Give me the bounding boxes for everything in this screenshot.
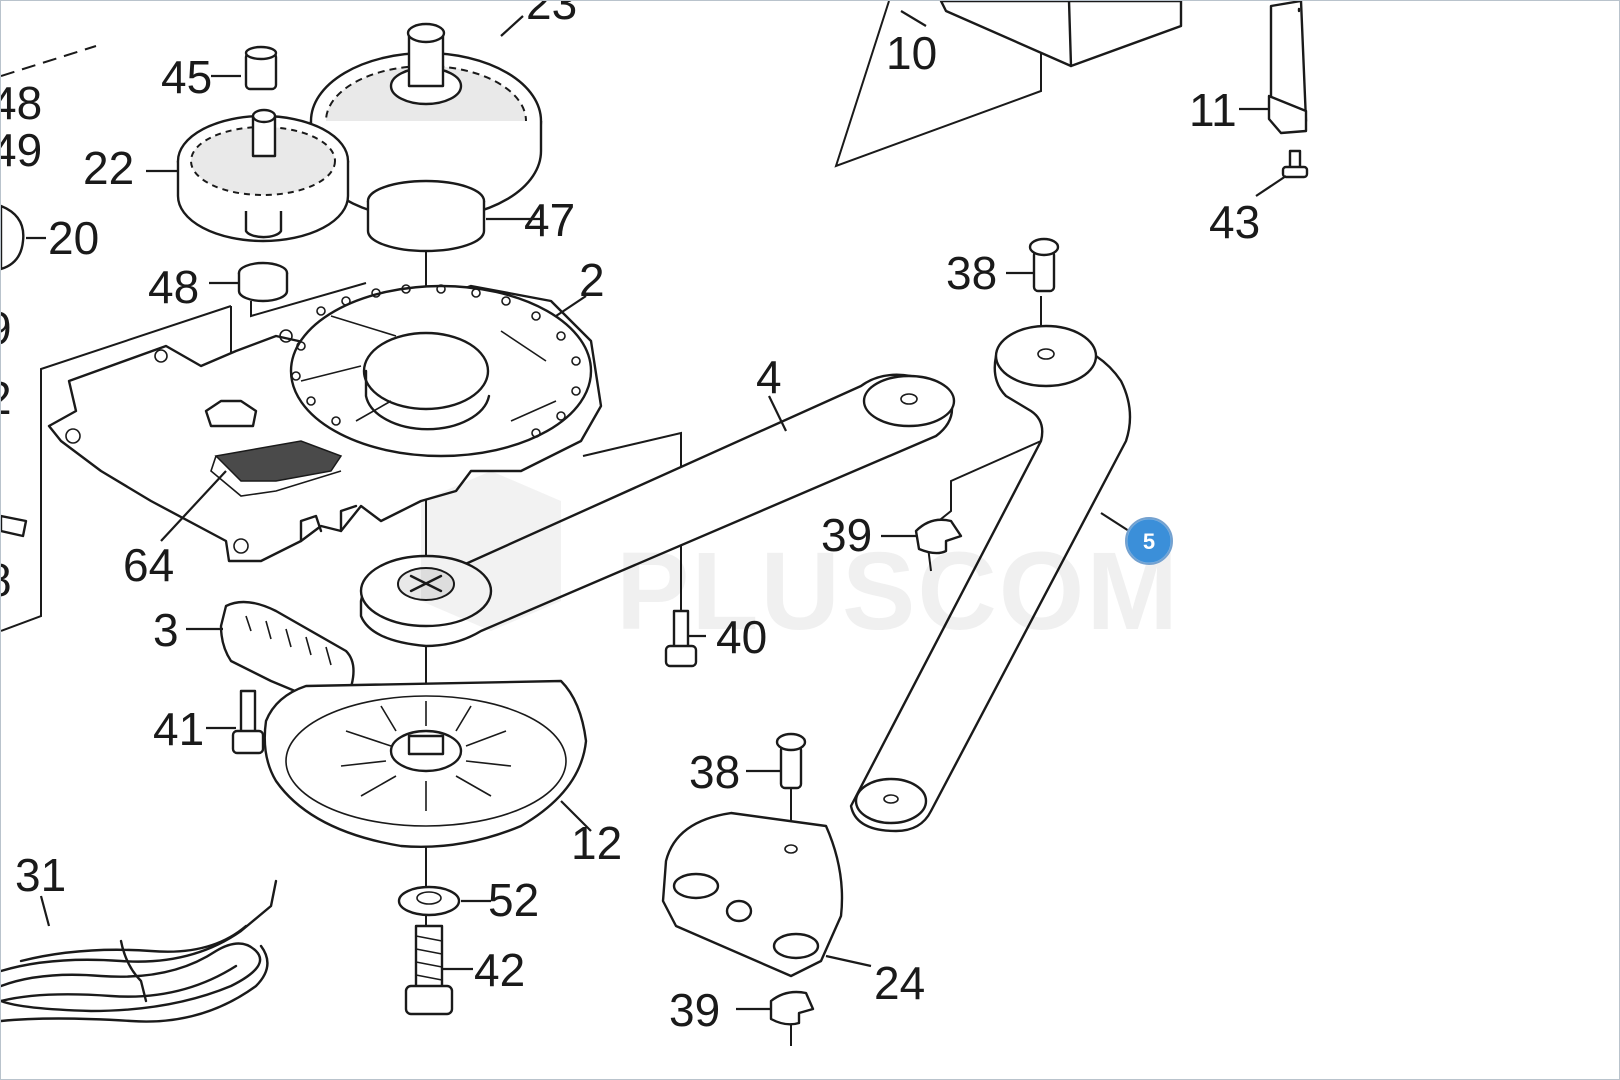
part-20-knob xyxy=(1,204,25,271)
part-39-clip-upper xyxy=(914,518,963,555)
part-2-base-plate xyxy=(47,284,603,563)
label-48: 48 xyxy=(148,261,199,313)
part-labels: 48 49 45 23 22 20 47 48 2 9 2 10 11 43 3… xyxy=(1,1,1260,1036)
label-39-lower: 39 xyxy=(669,984,720,1036)
watermark: PLUSCOM xyxy=(421,471,1180,653)
part-45-pin xyxy=(244,45,278,91)
part-24-mount-bracket xyxy=(661,811,844,978)
leader-lines xyxy=(26,10,1287,1011)
part-39-clip-lower xyxy=(769,990,815,1026)
label-22: 22 xyxy=(83,142,134,194)
label-9: 9 xyxy=(1,302,12,354)
label-52: 52 xyxy=(488,874,539,926)
part-43-screw xyxy=(1281,149,1309,179)
label-38-upper: 38 xyxy=(946,247,997,299)
part-40-screw xyxy=(664,609,698,668)
label-31: 31 xyxy=(15,849,66,901)
label-4: 4 xyxy=(756,351,782,403)
label-10: 10 xyxy=(886,27,937,79)
label-39-upper: 39 xyxy=(821,509,872,561)
label-40: 40 xyxy=(716,611,767,663)
label-47: 47 xyxy=(524,194,575,246)
label-2: 2 xyxy=(579,254,605,306)
label-48-top: 48 xyxy=(1,77,42,129)
label-43: 43 xyxy=(1209,196,1260,248)
part-38-pin-upper xyxy=(1028,237,1060,293)
part-42-bolt xyxy=(404,924,454,1016)
watermark-text: PLUSCOM xyxy=(616,530,1180,653)
label-20: 20 xyxy=(48,212,99,264)
label-3: 3 xyxy=(153,604,179,656)
part-3-slider-block xyxy=(219,600,355,708)
label-49: 49 xyxy=(1,124,42,176)
part-47-ring xyxy=(366,179,486,253)
badge-number: 5 xyxy=(1143,529,1155,554)
part-8-edge-fragment xyxy=(1,514,28,538)
part-38-pin-lower xyxy=(775,732,807,790)
label-24: 24 xyxy=(874,957,925,1009)
part-41-screw xyxy=(231,689,265,755)
part-23-large-gear xyxy=(309,22,543,221)
part-5-curved-arm xyxy=(849,324,1132,833)
label-11: 11 xyxy=(1189,84,1237,136)
label-2-left: 2 xyxy=(1,372,12,424)
label-38-lower: 38 xyxy=(689,746,740,798)
part-10-housing xyxy=(939,1,1183,68)
label-64: 64 xyxy=(123,539,174,591)
part-5-hotspot-badge[interactable]: 5 xyxy=(1124,516,1174,566)
label-45: 45 xyxy=(161,51,212,103)
label-41: 41 xyxy=(153,703,204,755)
label-42: 42 xyxy=(474,944,525,996)
part-52-washer xyxy=(397,885,461,917)
part-12-pulley-disk xyxy=(263,679,588,849)
label-23: 23 xyxy=(526,1,577,29)
label-8: 8 xyxy=(1,554,12,606)
part-4-link-arm xyxy=(359,373,956,648)
part-22-small-gear xyxy=(176,108,350,243)
part-31-cable xyxy=(1,879,278,1023)
label-12: 12 xyxy=(571,817,622,869)
part-11-bracket xyxy=(1267,1,1308,135)
part-48-bushing xyxy=(237,261,289,303)
